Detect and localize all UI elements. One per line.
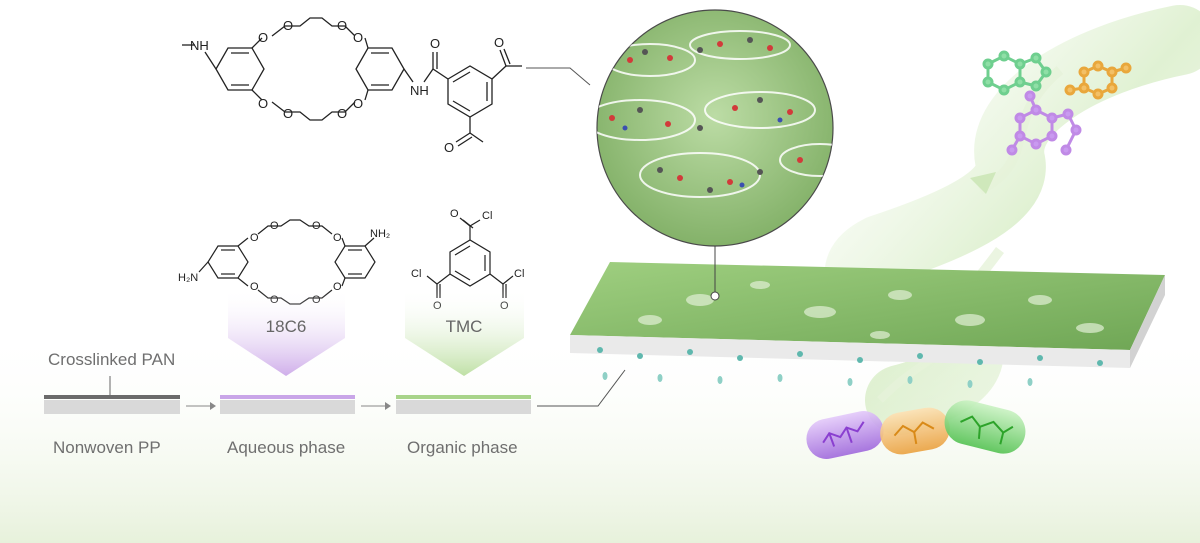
aqueous-reagent-arrow [228, 288, 345, 376]
zoom-circle [595, 8, 835, 301]
zoom-leader-line [526, 67, 591, 86]
polymer-repeat-unit-structure [182, 17, 522, 147]
atom-o: O [494, 35, 504, 50]
membrane-leader-line [537, 369, 626, 407]
atom-nh-amide: NH [410, 83, 429, 98]
orange-capsule [880, 407, 950, 455]
18c6-monomer-structure [198, 219, 376, 305]
atom-o: O [250, 281, 259, 293]
organic-phase-label: Organic phase [407, 438, 518, 457]
process-arrow-1-head [210, 402, 216, 410]
atom-o: O [337, 106, 347, 121]
reagent-label-18c6: 18C6 [266, 317, 307, 336]
aqueous-phase-label: Aqueous phase [227, 438, 346, 457]
atom-o: O [258, 96, 268, 111]
atom-o: O [444, 140, 454, 155]
reagent-label-tmc: TMC [446, 317, 483, 336]
organic-layer [396, 395, 531, 414]
atom-cl: Cl [411, 268, 421, 280]
atom-o: O [258, 30, 268, 45]
atom-o: O [337, 18, 347, 33]
purple-capsule [806, 411, 884, 459]
green-capsule [944, 400, 1026, 454]
purple-molecule [1006, 90, 1082, 156]
atom-o: O [333, 281, 342, 293]
process-arrow-2-head [385, 402, 391, 410]
atom-o: O [312, 220, 321, 232]
atom-h2n: H₂N [178, 272, 198, 284]
atom-o: O [430, 36, 440, 51]
atom-o: O [283, 18, 293, 33]
crosslinked-pan-label: Crosslinked PAN [48, 350, 176, 369]
nonwoven-pp-label: Nonwoven PP [53, 438, 161, 457]
atom-o: O [450, 208, 459, 220]
atom-o: O [270, 220, 279, 232]
tmc-monomer-structure [426, 217, 514, 298]
atom-cl: Cl [482, 210, 492, 222]
aqueous-layer [220, 395, 355, 414]
orange-molecule [1064, 60, 1132, 100]
atom-o: O [250, 232, 259, 244]
substrate-layer [44, 376, 180, 414]
atom-o: O [353, 30, 363, 45]
atom-nh2: NH₂ [370, 228, 390, 240]
membrane-block [570, 262, 1165, 388]
atom-nh-left: NH [190, 38, 209, 53]
polymer-atom-labels: NH O O O O O O O O NH O O O [190, 18, 504, 155]
green-molecule [982, 50, 1052, 96]
atom-o: O [353, 96, 363, 111]
atom-o: O [283, 106, 293, 121]
organic-reagent-arrow [405, 288, 524, 376]
atom-cl: Cl [514, 268, 524, 280]
atom-o: O [333, 232, 342, 244]
